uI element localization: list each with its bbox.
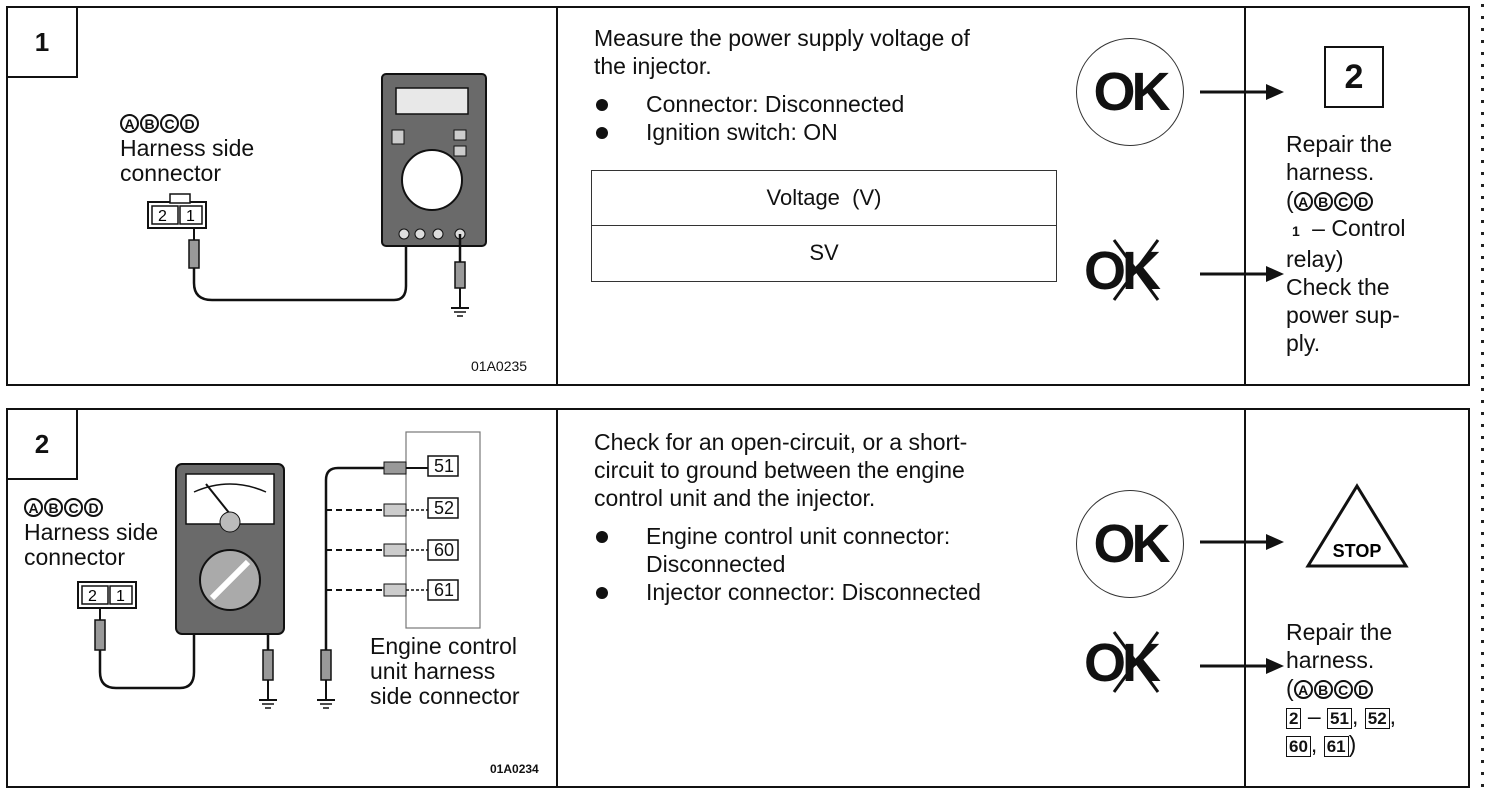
pin-2: 2 — [158, 208, 167, 225]
terminal-52: 52 — [434, 498, 455, 518]
arrow-icon — [1200, 534, 1284, 550]
pin-1: 1 — [186, 208, 195, 225]
ng-symbol: OK — [1084, 631, 1161, 694]
go-to-step-box[interactable]: 2 — [1324, 46, 1384, 108]
instruction-text: Measure the power supply voltage of the … — [594, 25, 970, 79]
figure-code: 01A0234 — [490, 762, 539, 776]
divider — [1244, 8, 1246, 384]
multimeter-diagram: 2 1 — [147, 73, 487, 317]
ok-circle: OK — [1076, 490, 1184, 598]
stop-sign-icon: STOP — [1305, 483, 1409, 568]
ng-symbol: OK — [1084, 239, 1161, 302]
connector-title: Harness side connector — [120, 135, 255, 186]
ok-circle: OK — [1076, 38, 1184, 146]
cross-out-icon — [1112, 239, 1160, 301]
connector-title: Harness side connector — [24, 519, 159, 570]
terminal-60: 60 — [434, 540, 455, 560]
divider — [556, 410, 558, 786]
analog-meter-diagram: 2 1 — [77, 431, 481, 709]
step-1-illustration: A B C D Harness side connector 2 1 — [8, 8, 556, 384]
terminal-51: 51 — [434, 456, 455, 476]
divider — [1244, 410, 1246, 786]
ecu-label: Engine control unit harness side connect… — [370, 633, 520, 709]
relay-ref: 1 – Control — [1292, 215, 1406, 241]
ng-result: Repair the harness. ( A B C D 2 – 51, 52… — [1286, 619, 1397, 758]
voltage-table: Voltage (V) SV — [591, 170, 1057, 282]
arrow-icon — [1200, 266, 1284, 282]
ng-result: Repair the harness. ( A B C D 1 – Contro… — [1286, 131, 1406, 356]
svg-text:STOP: STOP — [1333, 541, 1382, 561]
terminal-61: 61 — [434, 580, 455, 600]
abcd-symbols: A B C D — [120, 114, 199, 133]
pin-1: 1 — [116, 588, 125, 605]
step-2-panel: 2 A B C D Harness side connector 2 1 — [6, 408, 1470, 788]
voltage-value: SV — [809, 240, 839, 265]
bullet-dot — [596, 99, 608, 111]
step-1-panel: 1 A B C D Harness side connector 2 1 — [6, 6, 1470, 386]
divider — [556, 8, 558, 384]
step-2-illustration: A B C D Harness side connector 2 1 — [8, 410, 556, 786]
bullet-dot — [596, 587, 608, 599]
figure-code: 01A0235 — [471, 358, 528, 374]
step-number: 1 — [8, 8, 78, 78]
instruction-text: Check for an open-circuit, or a short- c… — [594, 429, 968, 511]
page-edge-dots — [1481, 4, 1484, 788]
arrow-icon — [1200, 84, 1284, 100]
arrow-icon — [1200, 658, 1284, 674]
voltage-header: Voltage (V) — [592, 171, 1056, 226]
terminal-ref: 60, 61) — [1286, 730, 1396, 758]
bullet-dot — [596, 531, 608, 543]
abcd-ref: ( A B C D — [1286, 674, 1396, 702]
terminal-ref: 2 – 51, 52, — [1286, 702, 1396, 730]
abcd-symbols: A B C D — [24, 498, 103, 517]
step-number: 2 — [8, 410, 78, 480]
bullet-dot — [596, 127, 608, 139]
abcd-ref: ( A B C D — [1286, 186, 1406, 214]
pin-2: 2 — [88, 588, 97, 605]
cross-out-icon — [1112, 631, 1160, 693]
